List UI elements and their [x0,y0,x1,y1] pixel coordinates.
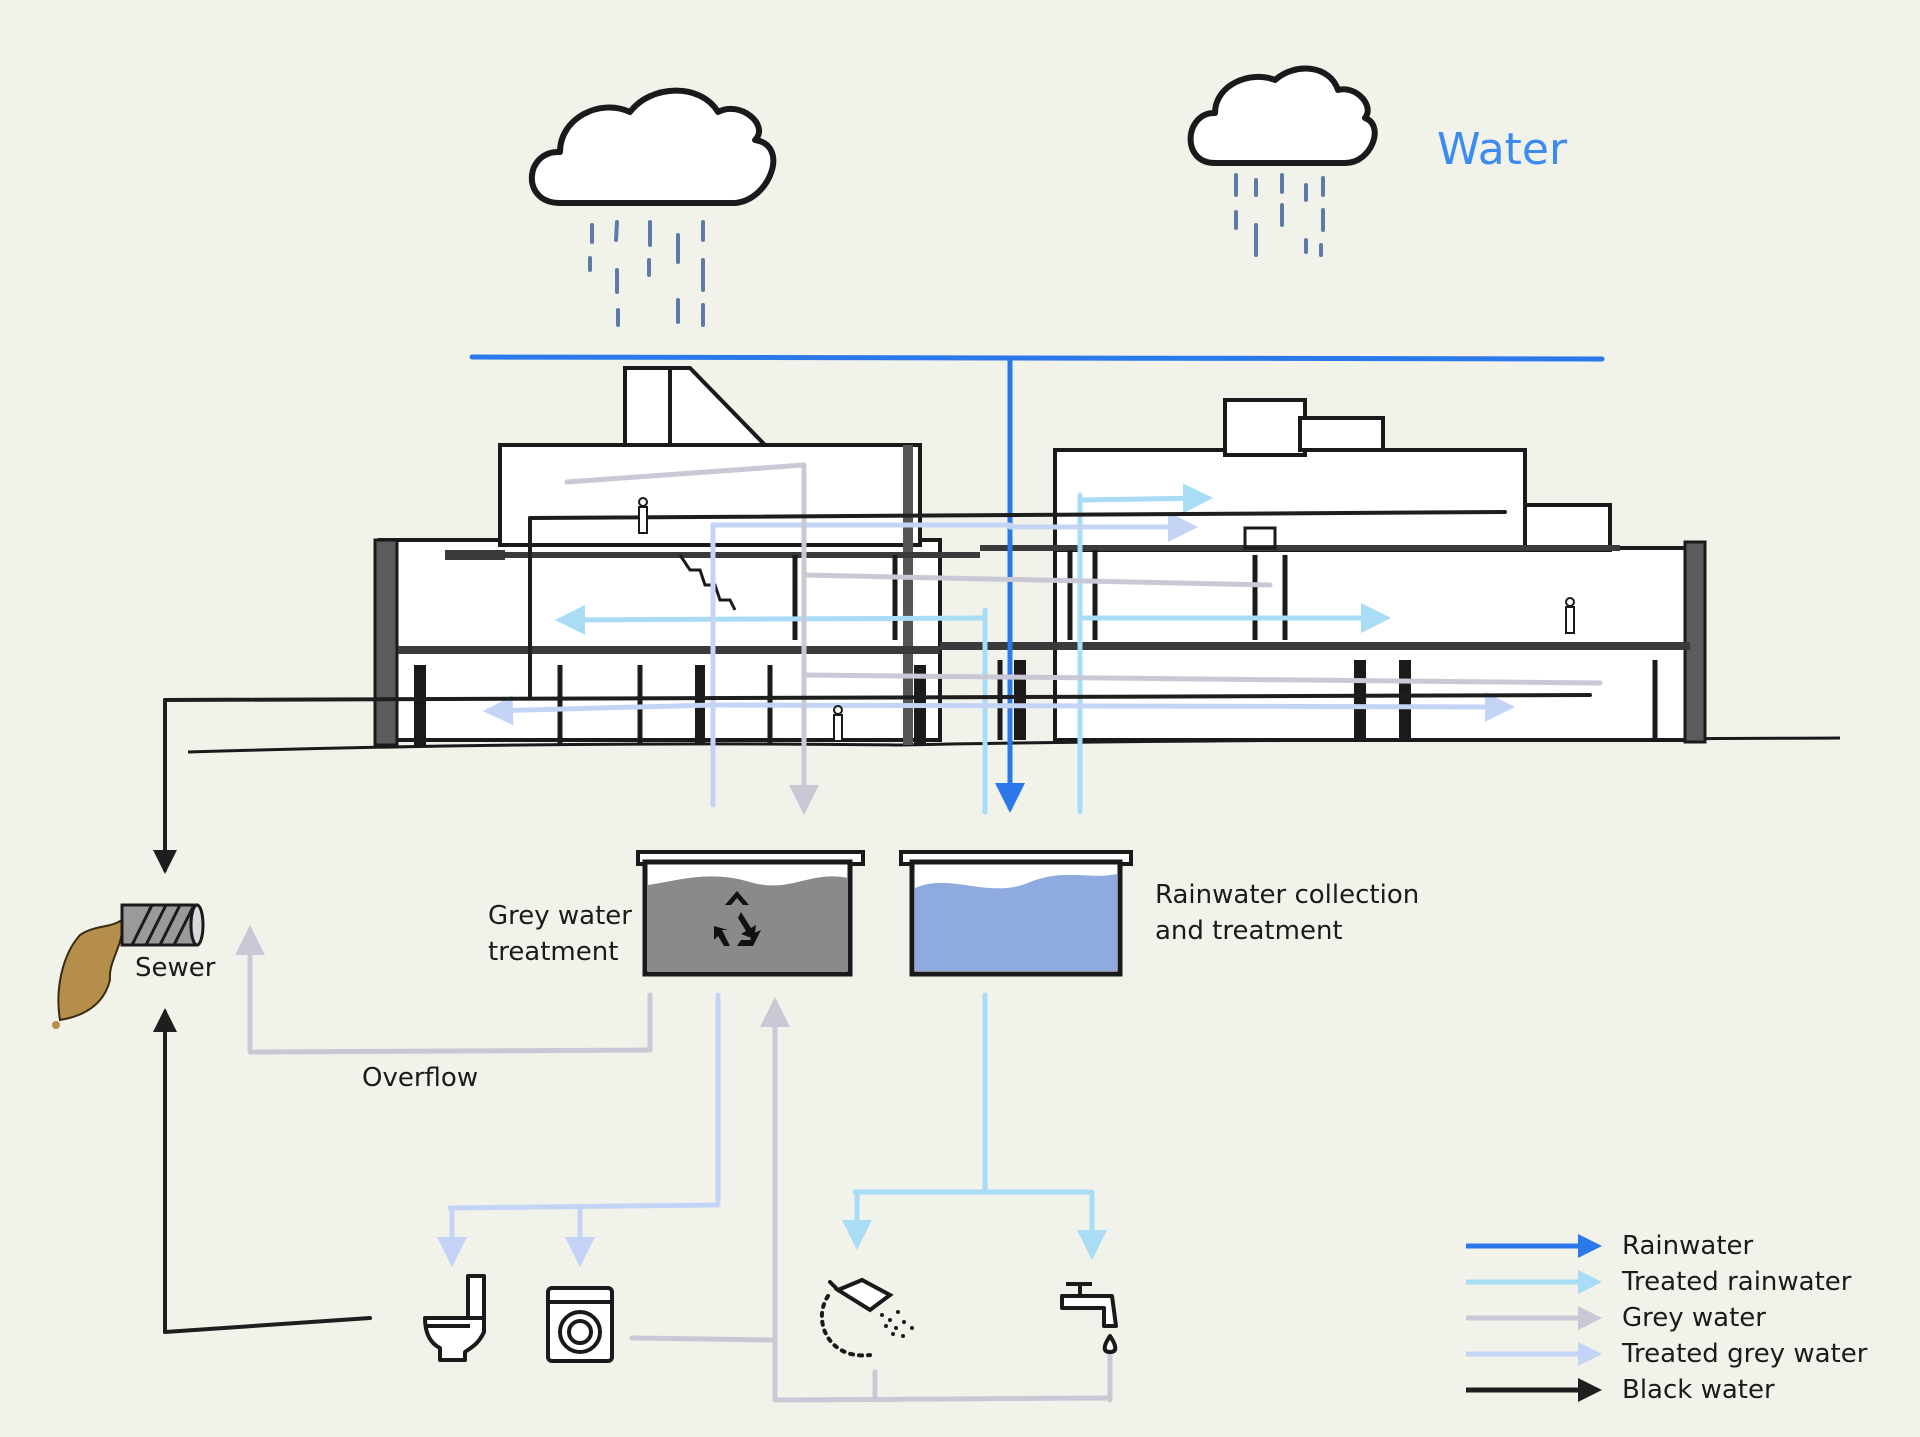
legend: Rainwater Treated rainwater Grey water T… [1460,1228,1900,1408]
legend-label: Grey water [1622,1303,1766,1333]
recycle-icon [714,891,761,946]
black-water-pipes [153,510,1592,1334]
sewer-label: Sewer [135,953,216,983]
grey-water-pipes [235,462,1603,1403]
shower-icon [819,1277,914,1358]
washing-machine-icon [546,1286,614,1363]
legend-label: Black water [1622,1375,1775,1405]
treated-grey-water-pipes [437,512,1515,1267]
grey-treatment-label-line1: Grey water [488,901,632,931]
legend-swatch-treated-rainwater [1466,1270,1602,1294]
building-right [1053,398,1697,742]
toilet-icon [423,1274,486,1362]
legend-label: Treated rainwater [1622,1267,1852,1297]
legend-item-treated-rainwater: Treated rainwater [1460,1264,1900,1300]
rain-treatment-label-line1: Rainwater collection [1155,880,1420,910]
grey-treatment-label-line2: treatment [488,937,619,967]
rain-icon [588,220,705,327]
grey-water-tank [636,850,865,977]
legend-swatch-grey-water [1466,1306,1602,1330]
rain-treatment-label-line2: and treatment [1155,916,1343,946]
legend-item-rainwater: Rainwater [1460,1228,1900,1264]
person-figure [638,497,1575,742]
legend-swatch-black-water [1466,1378,1602,1402]
rainwater-pipes [469,354,1605,813]
legend-item-grey-water: Grey water [1460,1300,1900,1336]
legend-swatch-rainwater [1466,1234,1602,1258]
legend-item-black-water: Black water [1460,1372,1900,1408]
overflow-label: Overflow [362,1063,479,1093]
cloud-icon [1187,65,1378,166]
tap-icon [1060,1282,1118,1354]
legend-swatch-treated-grey-water [1466,1342,1602,1366]
rainwater-tank [899,850,1133,977]
treated-rainwater-pipes [555,483,1391,1260]
rain-icon [1234,173,1325,257]
legend-label: Treated grey water [1622,1339,1868,1369]
cloud-icon [528,87,777,206]
legend-label: Rainwater [1622,1231,1754,1261]
sewer-pipe-icon [52,903,205,1029]
legend-item-treated-grey-water: Treated grey water [1460,1336,1900,1372]
page-title: Water [1437,124,1568,175]
